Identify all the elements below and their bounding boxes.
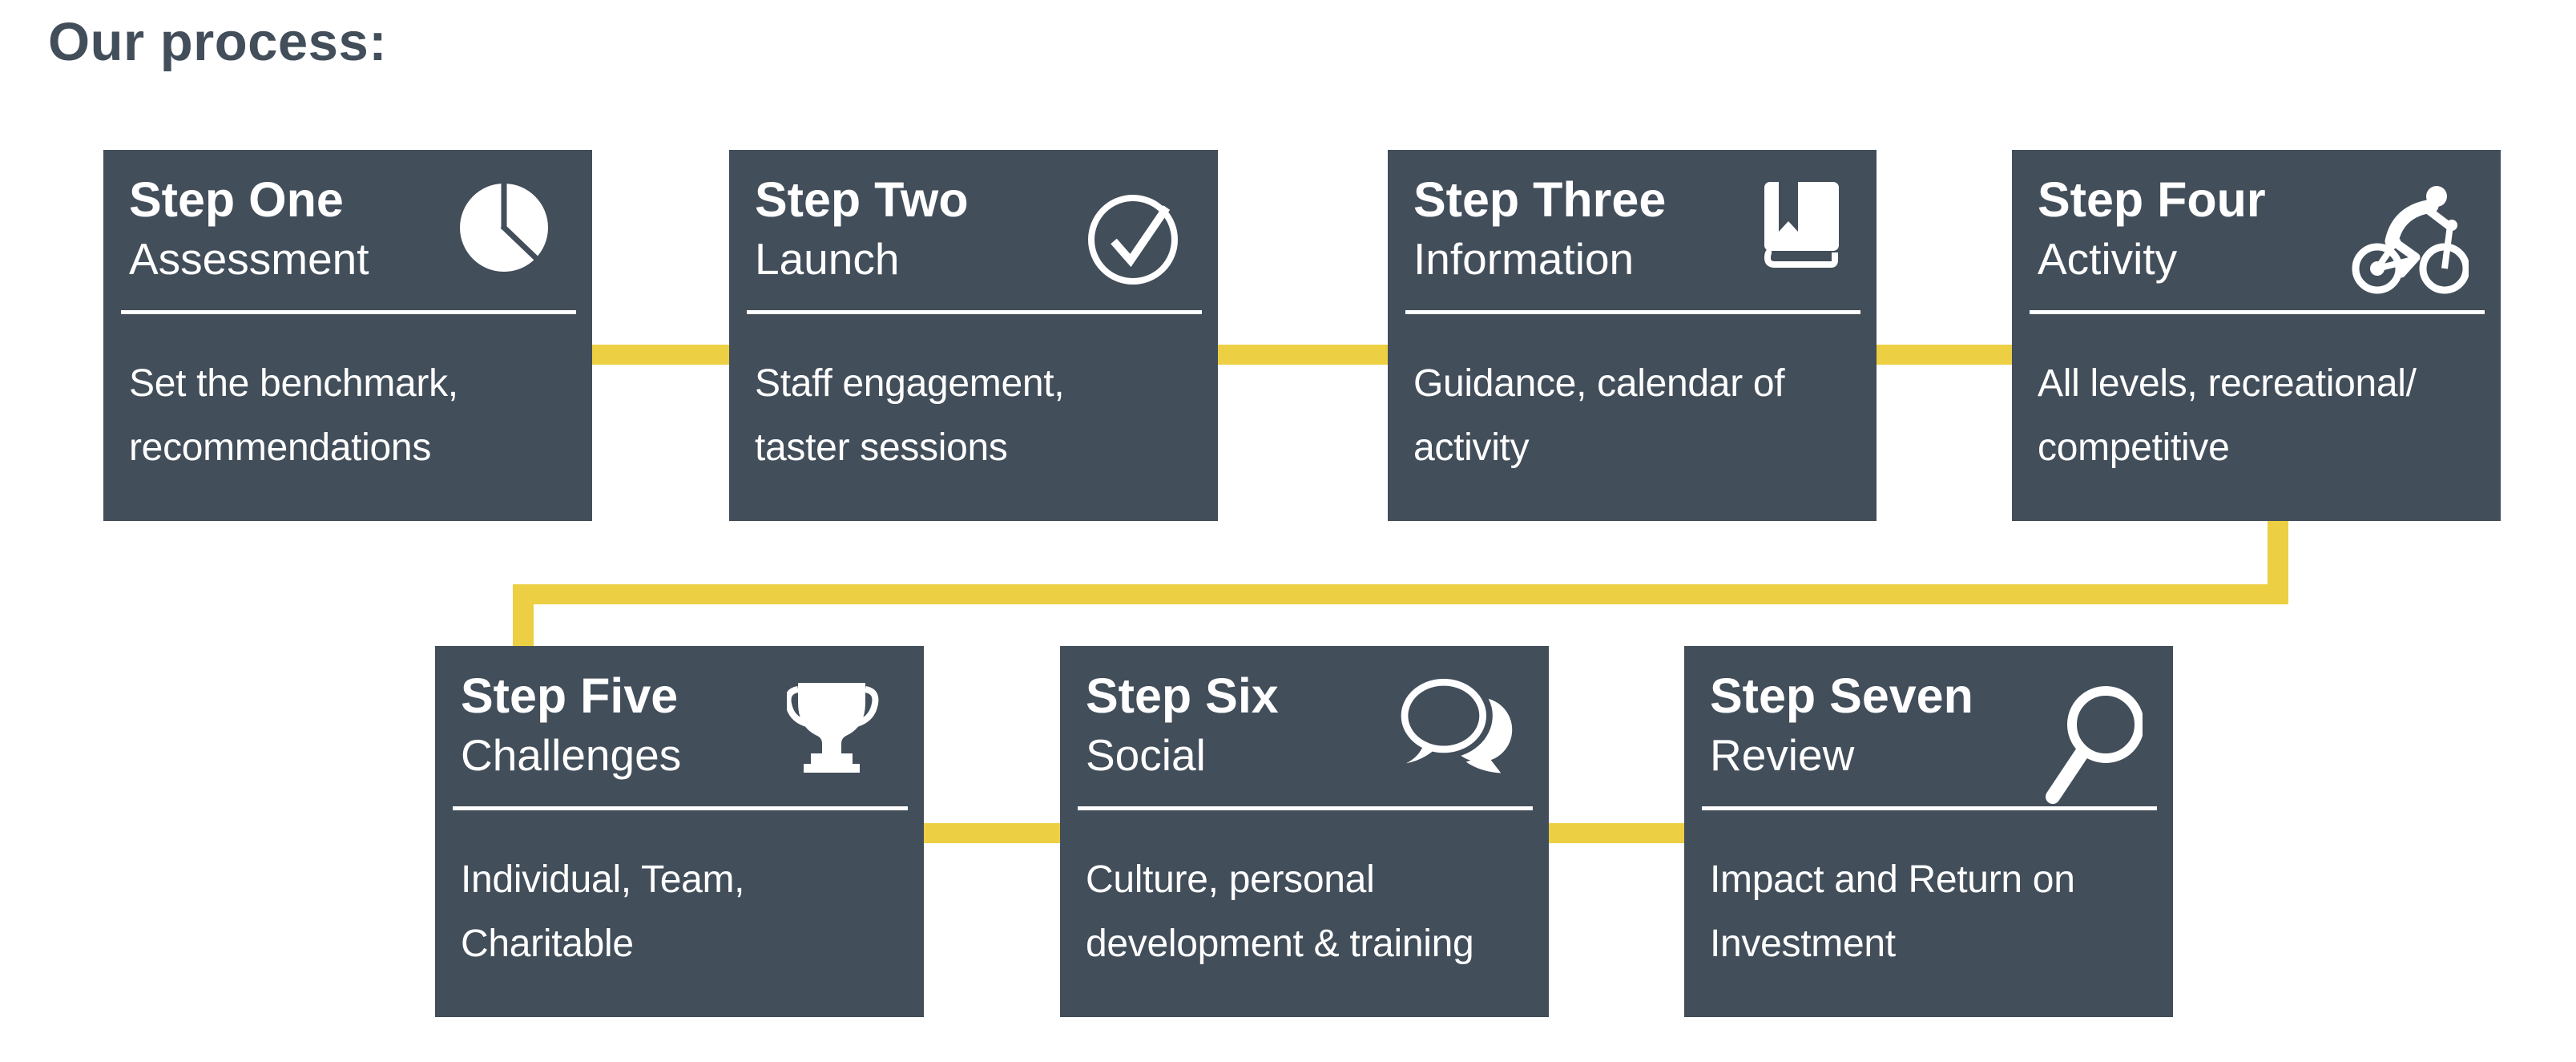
step-description-line: recommendations bbox=[129, 426, 432, 469]
step-title: Step Six bbox=[1086, 668, 1279, 723]
step-description-line: All levels, recreational/ bbox=[2038, 362, 2417, 405]
step-description-line: Culture, personal bbox=[1086, 858, 1375, 901]
step-description: Guidance, calendar of activity bbox=[1413, 352, 1785, 480]
step-card-five: Step Five Challenges Individual, Team, C… bbox=[435, 646, 924, 1017]
step-description-line: Individual, Team, bbox=[461, 858, 745, 901]
step-subtitle: Review bbox=[1710, 730, 1855, 780]
step-description: Impact and Return on Investment bbox=[1710, 848, 2075, 976]
step-subtitle: Social bbox=[1086, 730, 1206, 780]
step-subtitle: Challenges bbox=[461, 730, 682, 780]
step-title: Step Three bbox=[1413, 172, 1667, 227]
step-description-line: Staff engagement, bbox=[755, 362, 1065, 405]
step-description-line: Investment bbox=[1710, 923, 1896, 965]
step-title: Step Four bbox=[2038, 172, 2266, 227]
step-subtitle: Assessment bbox=[129, 234, 369, 284]
cyclist-icon bbox=[2348, 179, 2469, 299]
connector-step6-step7 bbox=[1549, 823, 1684, 843]
step-description: Set the benchmark, recommendations bbox=[129, 352, 458, 480]
book-bookmark-icon bbox=[1761, 182, 1841, 272]
step-description-line: activity bbox=[1413, 426, 1530, 469]
step-divider bbox=[1078, 806, 1533, 810]
step-subtitle: Information bbox=[1413, 234, 1635, 284]
step-description: Culture, personal development & training bbox=[1086, 848, 1474, 976]
step-description: Individual, Team, Charitable bbox=[461, 848, 745, 976]
step-card-six: Step Six Social Culture, personal develo… bbox=[1060, 646, 1549, 1017]
connector-step5-step6 bbox=[924, 823, 1060, 843]
step-divider bbox=[121, 310, 576, 314]
step-description-line: Impact and Return on bbox=[1710, 858, 2075, 901]
step-card-two: Step Two Launch Staff engagement, taster… bbox=[729, 150, 1218, 521]
step-description-line: development & training bbox=[1086, 923, 1474, 965]
connector-row-trunk bbox=[513, 584, 2288, 604]
step-subtitle: Launch bbox=[755, 234, 900, 284]
step-divider bbox=[1702, 806, 2157, 810]
step-description-line: Charitable bbox=[461, 923, 634, 965]
connector-step2-step3 bbox=[1218, 345, 1388, 365]
connector-step1-step2 bbox=[592, 345, 729, 365]
step-divider bbox=[2030, 310, 2485, 314]
step-divider bbox=[453, 806, 908, 810]
step-description-line: Guidance, calendar of bbox=[1413, 362, 1785, 405]
step-divider bbox=[1405, 310, 1860, 314]
trophy-icon bbox=[787, 681, 884, 773]
step-card-four: Step Four Activity All levels, recreatio… bbox=[2012, 150, 2501, 521]
step-card-one: Step One Assessment Set the benchmark, r… bbox=[103, 150, 592, 521]
step-subtitle: Activity bbox=[2038, 234, 2178, 284]
step-title: Step Two bbox=[755, 172, 969, 227]
speech-bubbles-icon bbox=[1397, 678, 1522, 776]
step-description: All levels, recreational/ competitive bbox=[2038, 352, 2417, 480]
check-circle-icon bbox=[1085, 182, 1184, 286]
connector-step5-drop bbox=[513, 584, 534, 646]
step-description-line: taster sessions bbox=[755, 426, 1008, 469]
pie-chart-icon bbox=[459, 183, 549, 273]
step-title: Step Five bbox=[461, 668, 679, 723]
step-card-seven: Step Seven Review Impact and Return on I… bbox=[1684, 646, 2173, 1017]
step-divider bbox=[747, 310, 1202, 314]
step-card-three: Step Three Information Guidance, calenda… bbox=[1388, 150, 1877, 521]
connector-step3-step4 bbox=[1877, 345, 2012, 365]
step-description-line: Set the benchmark, bbox=[129, 362, 458, 405]
step-title: Step Seven bbox=[1710, 668, 1973, 723]
step-title: Step One bbox=[129, 172, 344, 227]
page-title: Our process: bbox=[48, 12, 388, 72]
step-description-line: competitive bbox=[2038, 426, 2230, 469]
magnifying-glass-icon bbox=[2040, 683, 2143, 811]
step-description: Staff engagement, taster sessions bbox=[755, 352, 1065, 480]
